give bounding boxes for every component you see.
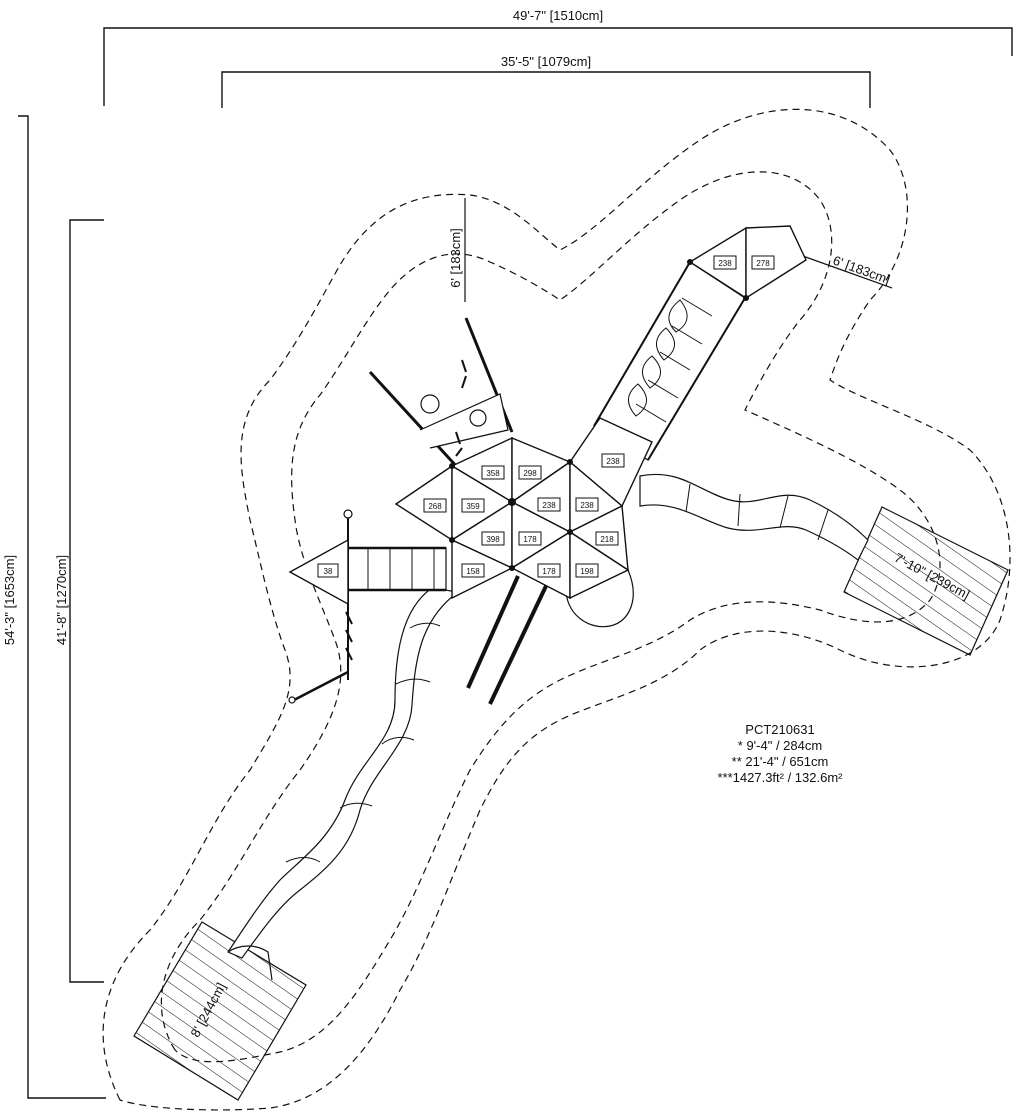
- deck-label: 298: [523, 469, 537, 478]
- exit-zone-right: 7'-10" [239cm]: [843, 506, 1009, 656]
- deck-label: 218: [600, 535, 614, 544]
- dimension-inner-width: 35'-5" [1079cm]: [221, 54, 871, 108]
- dimension-overall-height-label: 54'-3" [1653cm]: [2, 555, 17, 645]
- dimension-overall-width-label: 49'-7" [1510cm]: [513, 8, 603, 23]
- dimension-inner-width-label: 35'-5" [1079cm]: [501, 54, 591, 69]
- tower-bridge: [593, 261, 746, 461]
- spec-block: PCT210631 * 9'-4" / 284cm ** 21'-4" / 65…: [717, 722, 843, 785]
- deck-label: 278: [756, 259, 770, 268]
- deck-label: 198: [580, 567, 594, 576]
- climber-arch: [368, 317, 514, 470]
- deck-label: 238: [542, 501, 556, 510]
- tube-slide-long: [227, 587, 460, 981]
- dimension-overall-height: 54'-3" [1653cm]: [2, 115, 106, 1099]
- left-access-arm: [288, 509, 447, 704]
- deck-label: 238: [606, 457, 620, 466]
- deck-label: 158: [466, 567, 480, 576]
- deck-group: 238 278 238 358 298 268: [288, 225, 807, 606]
- deck-label: 268: [428, 502, 442, 511]
- deck: 278: [745, 225, 807, 300]
- deck-label: 359: [466, 502, 480, 511]
- deck: 359: [451, 464, 514, 542]
- dimension-overall-width: 49'-7" [1510cm]: [103, 8, 1013, 106]
- use-zone-left-label: 6' [183cm]: [448, 228, 463, 288]
- dimension-inner-height-label: 41'-8" [1270cm]: [54, 555, 69, 645]
- use-zone-inner-boundary: [160, 171, 941, 1063]
- dimension-inner-height: 41'-8" [1270cm]: [54, 219, 104, 983]
- deck-posts: [449, 259, 749, 571]
- deck-label: 358: [486, 469, 500, 478]
- deck: 198: [569, 530, 630, 600]
- tube-slide-right: [639, 473, 869, 561]
- deck: 218: [568, 504, 629, 572]
- deck-label: 178: [542, 567, 556, 576]
- spec-height-line: * 9'-4" / 284cm: [738, 738, 822, 753]
- use-zone-right-dimension: 6' [183cm]: [799, 253, 893, 289]
- use-zone-right-label: 6' [183cm]: [831, 253, 892, 287]
- deck: 268: [394, 464, 453, 542]
- spec-fall-line: ** 21'-4" / 651cm: [732, 754, 829, 769]
- deck-label: 38: [324, 567, 333, 576]
- spec-area-line: ***1427.3ft² / 132.6m²: [717, 770, 843, 785]
- deck: 158: [451, 538, 514, 600]
- deck-label: 398: [486, 535, 500, 544]
- use-zone-outer-boundary: [102, 108, 1011, 1111]
- deck-label: 238: [580, 501, 594, 510]
- deck-label: 178: [523, 535, 537, 544]
- exit-zone-bottom: 8' [244cm]: [133, 921, 307, 1101]
- deck-label: 238: [718, 259, 732, 268]
- model-number: PCT210631: [745, 722, 814, 737]
- deck: 298: [511, 436, 572, 504]
- deck: 38: [288, 538, 349, 606]
- use-zone-left-dimension: 6' [183cm]: [448, 198, 466, 302]
- round-platform: [565, 569, 634, 628]
- rail-poles: [466, 575, 548, 705]
